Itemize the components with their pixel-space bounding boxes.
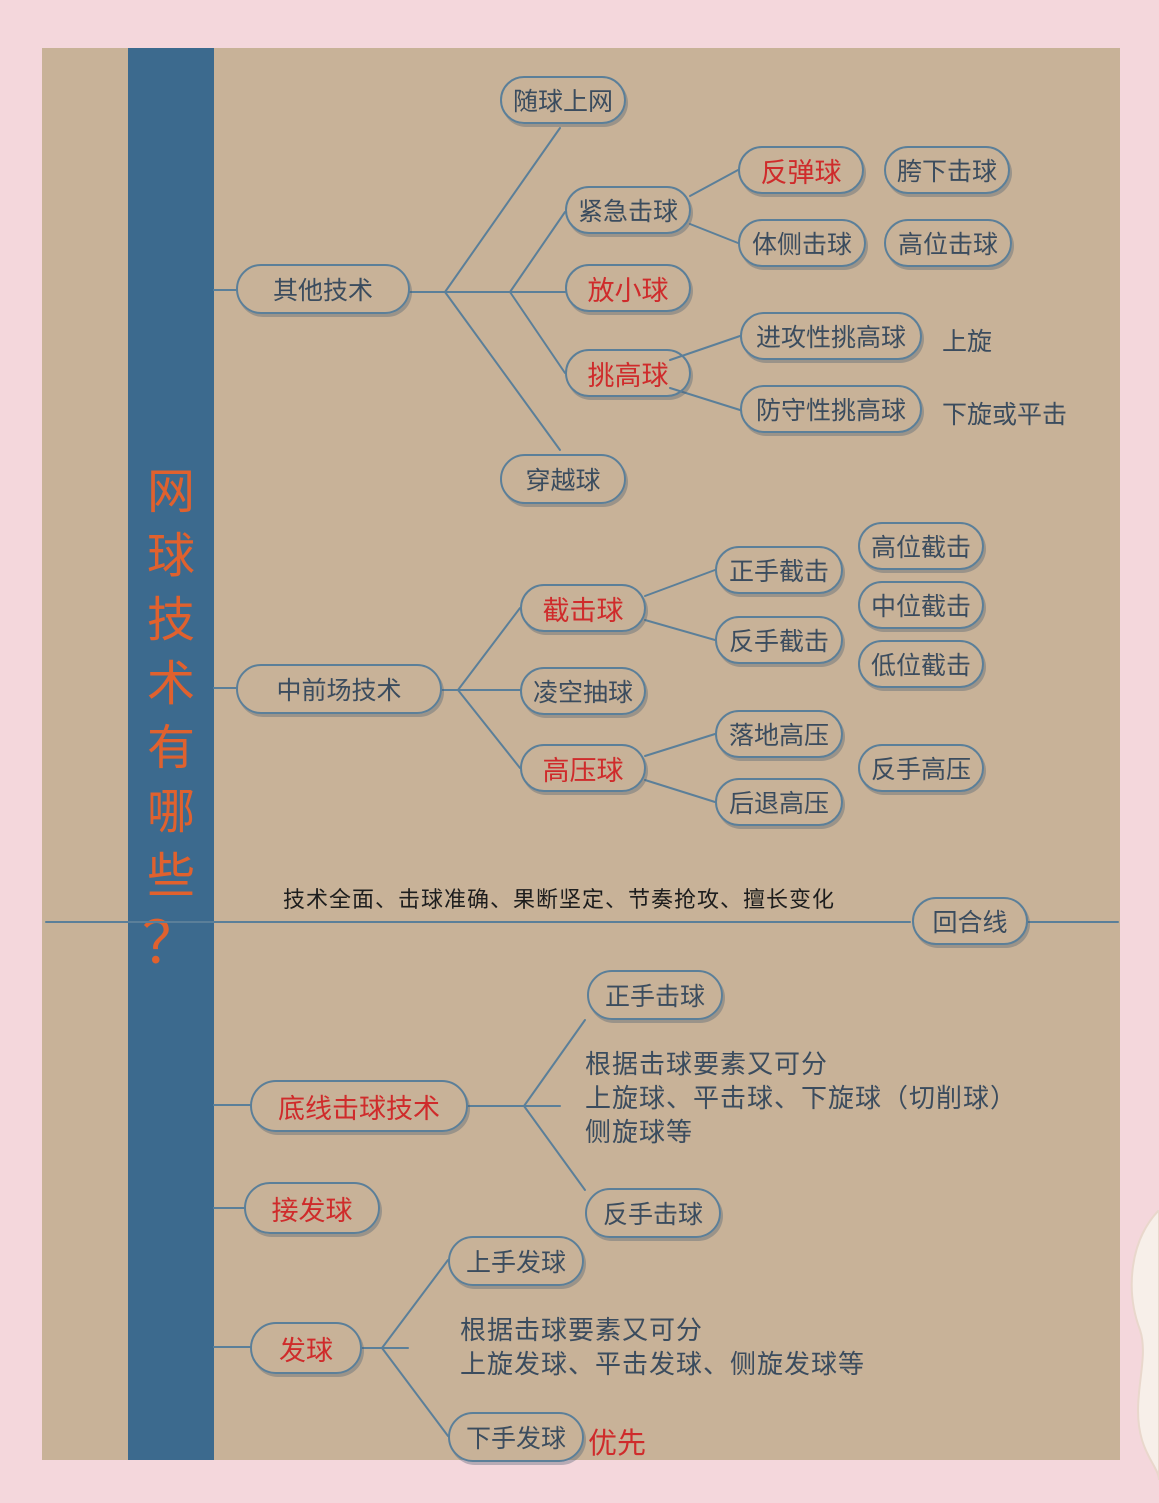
connector — [644, 779, 716, 803]
node-backward-smash: 后退高压 — [715, 778, 843, 826]
title-char: 术 — [146, 656, 195, 712]
node-lob: 挑高球 — [565, 349, 691, 397]
node-low-volley: 低位截击 — [858, 640, 984, 688]
connector — [644, 569, 716, 597]
connector — [381, 1347, 449, 1437]
node-passing-shot: 穿越球 — [500, 454, 626, 504]
title-char: 哪 — [146, 784, 195, 840]
connector — [381, 1259, 449, 1349]
node-forehand: 正手击球 — [587, 970, 723, 1020]
node-high-volley: 高位截击 — [858, 522, 984, 570]
title-char: ？ — [141, 909, 200, 977]
node-other-tech: 其他技术 — [236, 264, 410, 314]
node-mid-volley: 中位截击 — [858, 581, 984, 629]
node-attack-lob: 进攻性挑高球 — [740, 312, 922, 360]
node-emergency-shot: 紧急击球 — [565, 186, 691, 234]
node-smash: 高压球 — [520, 744, 646, 792]
title-bar — [128, 48, 214, 1460]
node-high-hit: 高位击球 — [884, 219, 1012, 267]
title-char: 有 — [146, 720, 195, 776]
connector — [644, 619, 716, 641]
connector — [509, 211, 566, 293]
node-volley: 截击球 — [520, 584, 646, 632]
connector — [457, 607, 521, 691]
node-forehand-volley: 正手截击 — [715, 546, 843, 594]
node-follow-net: 随球上网 — [500, 76, 626, 124]
note-slice-flat: 下旋或平击 — [942, 400, 1068, 429]
node-drop-shot: 放小球 — [565, 264, 691, 312]
connector — [689, 169, 739, 197]
node-bounce-smash: 落地高压 — [715, 710, 843, 758]
node-serve: 发球 — [250, 1322, 362, 1374]
note-line: 侧旋球等 — [585, 1118, 694, 1148]
serve-note: 根据击球要素又可分 上旋发球、平击发球、侧旋发球等 — [460, 1314, 865, 1382]
title-char: 球 — [146, 528, 195, 584]
node-mid-front-tech: 中前场技术 — [236, 664, 442, 714]
title-char: 技 — [146, 592, 195, 648]
note-line: 根据击球要素又可分 — [585, 1050, 829, 1080]
connector — [444, 291, 561, 451]
node-underhand-serve: 下手发球 — [448, 1412, 584, 1462]
node-rally-line: 回合线 — [912, 897, 1028, 945]
connector — [523, 1019, 586, 1107]
node-overhand-serve: 上手发球 — [448, 1236, 584, 1286]
connector — [689, 223, 739, 244]
baseline-note: 根据击球要素又可分 上旋球、平击球、下旋球（切削球） 侧旋球等 — [585, 1048, 1017, 1150]
node-swing-volley: 凌空抽球 — [520, 667, 646, 715]
connector — [523, 1105, 586, 1191]
rally-description: 技术全面、击球准确、果断坚定、节奏抢攻、擅长变化 — [283, 888, 836, 913]
note-line: 根据击球要素又可分 — [460, 1316, 704, 1346]
note-line: 上旋球、平击球、下旋球（切削球） — [585, 1084, 1018, 1114]
node-baseline-tech: 底线击球技术 — [250, 1080, 468, 1132]
title-char: 些 — [146, 848, 195, 904]
node-between-legs: 胯下击球 — [884, 146, 1010, 194]
node-backhand-smash: 反手高压 — [858, 744, 984, 792]
node-defend-lob: 防守性挑高球 — [740, 385, 922, 433]
title-char: 网 — [146, 464, 195, 520]
node-return-of-serve: 接发球 — [244, 1182, 380, 1234]
flower-decoration — [1130, 1210, 1159, 1480]
connector — [444, 127, 561, 293]
connector — [509, 291, 566, 374]
connector — [457, 689, 521, 769]
priority-label: 优先 — [588, 1426, 647, 1460]
note-line: 上旋发球、平击发球、侧旋发球等 — [460, 1350, 866, 1380]
node-backhand-volley: 反手截击 — [715, 616, 843, 664]
connector — [644, 733, 716, 757]
node-body-side: 体侧击球 — [738, 219, 866, 267]
node-backhand: 反手击球 — [585, 1188, 721, 1238]
main-title: 网 球 技 术 有 哪 些 ？ — [128, 460, 214, 978]
note-topspin: 上旋 — [942, 327, 993, 356]
node-rebound: 反弹球 — [738, 146, 864, 194]
